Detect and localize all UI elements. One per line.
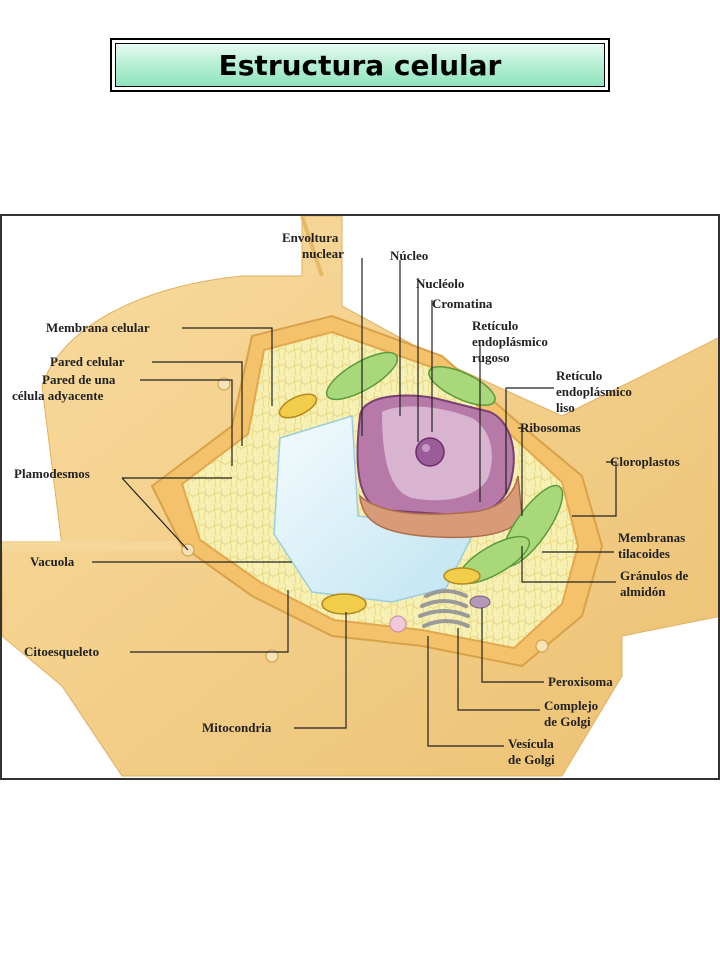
label-envoltura-line1: Envoltura — [282, 230, 339, 245]
label-pared-adyacente-line2: célula adyacente — [12, 388, 104, 403]
label-membrana-celular: Membrana celular — [46, 320, 150, 335]
label-rel-line2: endoplásmico — [556, 384, 632, 399]
label-envoltura-line2: nuclear — [302, 246, 344, 261]
label-plamodesmos: Plamodesmos — [14, 466, 90, 481]
diagram-frame: Envoltura nuclear Núcleo Nucléolo Cromat… — [0, 214, 720, 780]
label-peroxisoma: Peroxisoma — [548, 674, 613, 689]
label-vesicula-line2: de Golgi — [508, 752, 555, 767]
label-golgi-line1: Complejo — [544, 698, 598, 713]
leader-lines — [92, 258, 617, 747]
label-rer-line1: Retículo — [472, 318, 518, 333]
label-rer-line3: rugoso — [472, 350, 510, 365]
label-rel-line3: liso — [556, 400, 575, 415]
label-rer-line2: endoplásmico — [472, 334, 548, 349]
label-ribosomas: Ribosomas — [520, 420, 581, 435]
label-citoesqueleto: Citoesqueleto — [24, 644, 99, 659]
label-membranas-line1: Membranas — [618, 530, 685, 545]
nucleus — [356, 394, 515, 517]
label-granulos-line2: almidón — [620, 584, 666, 599]
mitochondria — [278, 393, 481, 615]
label-cloroplastos: Cloroplastos — [610, 454, 680, 469]
cell-diagram: Envoltura nuclear Núcleo Nucléolo Cromat… — [2, 216, 718, 777]
label-golgi-line2: de Golgi — [544, 714, 591, 729]
label-pared-adyacente-line1: Pared de una — [42, 372, 116, 387]
label-nucleolo: Nucléolo — [416, 276, 464, 291]
label-mitocondria: Mitocondria — [202, 720, 272, 735]
vacuole — [273, 415, 474, 603]
labels: Envoltura nuclear Núcleo Nucléolo Cromat… — [12, 230, 688, 767]
label-rel-line1: Retículo — [556, 368, 602, 383]
label-pared-celular: Pared celular — [50, 354, 125, 369]
label-cromatina: Cromatina — [432, 296, 493, 311]
golgi-vesicle — [389, 615, 407, 633]
label-membranas-line2: tilacoides — [618, 546, 670, 561]
label-granulos-line1: Gránulos de — [620, 568, 688, 583]
title-box: Estructura celular — [110, 38, 610, 92]
page-title: Estructura celular — [115, 43, 605, 87]
label-vesicula-line1: Vesícula — [508, 736, 554, 751]
golgi-complex — [418, 589, 470, 628]
label-vacuola: Vacuola — [30, 554, 75, 569]
label-nucleo: Núcleo — [390, 248, 428, 263]
peroxisome — [469, 595, 491, 609]
